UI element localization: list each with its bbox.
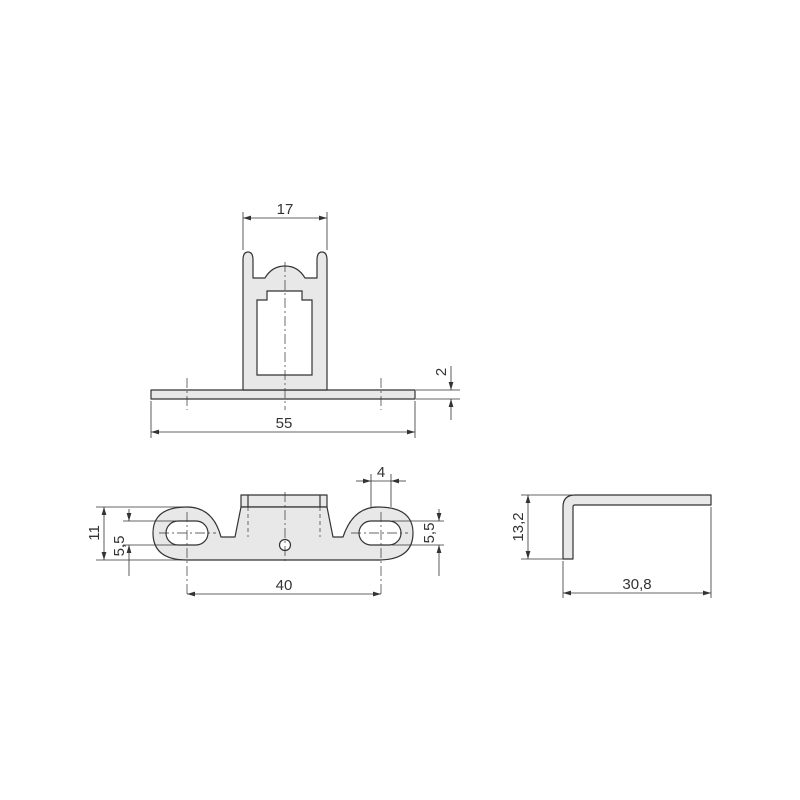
base-plate: [150, 389, 416, 400]
angle-profile: [562, 494, 712, 560]
plate-outline: [152, 506, 414, 561]
dim-base-length: 55: [276, 415, 293, 432]
dim-left-slot: 5,5: [111, 536, 128, 557]
dim-right-slot: 5,5: [421, 523, 438, 544]
side-view: 13,2 30,8: [510, 494, 712, 598]
dim-hole-spacing: 40: [276, 577, 293, 594]
dim-overall-height: 11: [86, 525, 103, 541]
top-view: 11 5,5 5,5 4 40: [86, 464, 444, 597]
holder-window: [256, 290, 313, 376]
rear-tab: [240, 494, 328, 508]
dim-base-thickness: 2: [433, 368, 450, 376]
dim-tab-width: 4: [377, 464, 385, 481]
dim-side-height: 13,2: [510, 512, 527, 541]
dim-side-length: 30,8: [622, 576, 651, 593]
front-view: 17 2 55: [150, 201, 460, 438]
dim-top-width: 17: [277, 201, 294, 218]
